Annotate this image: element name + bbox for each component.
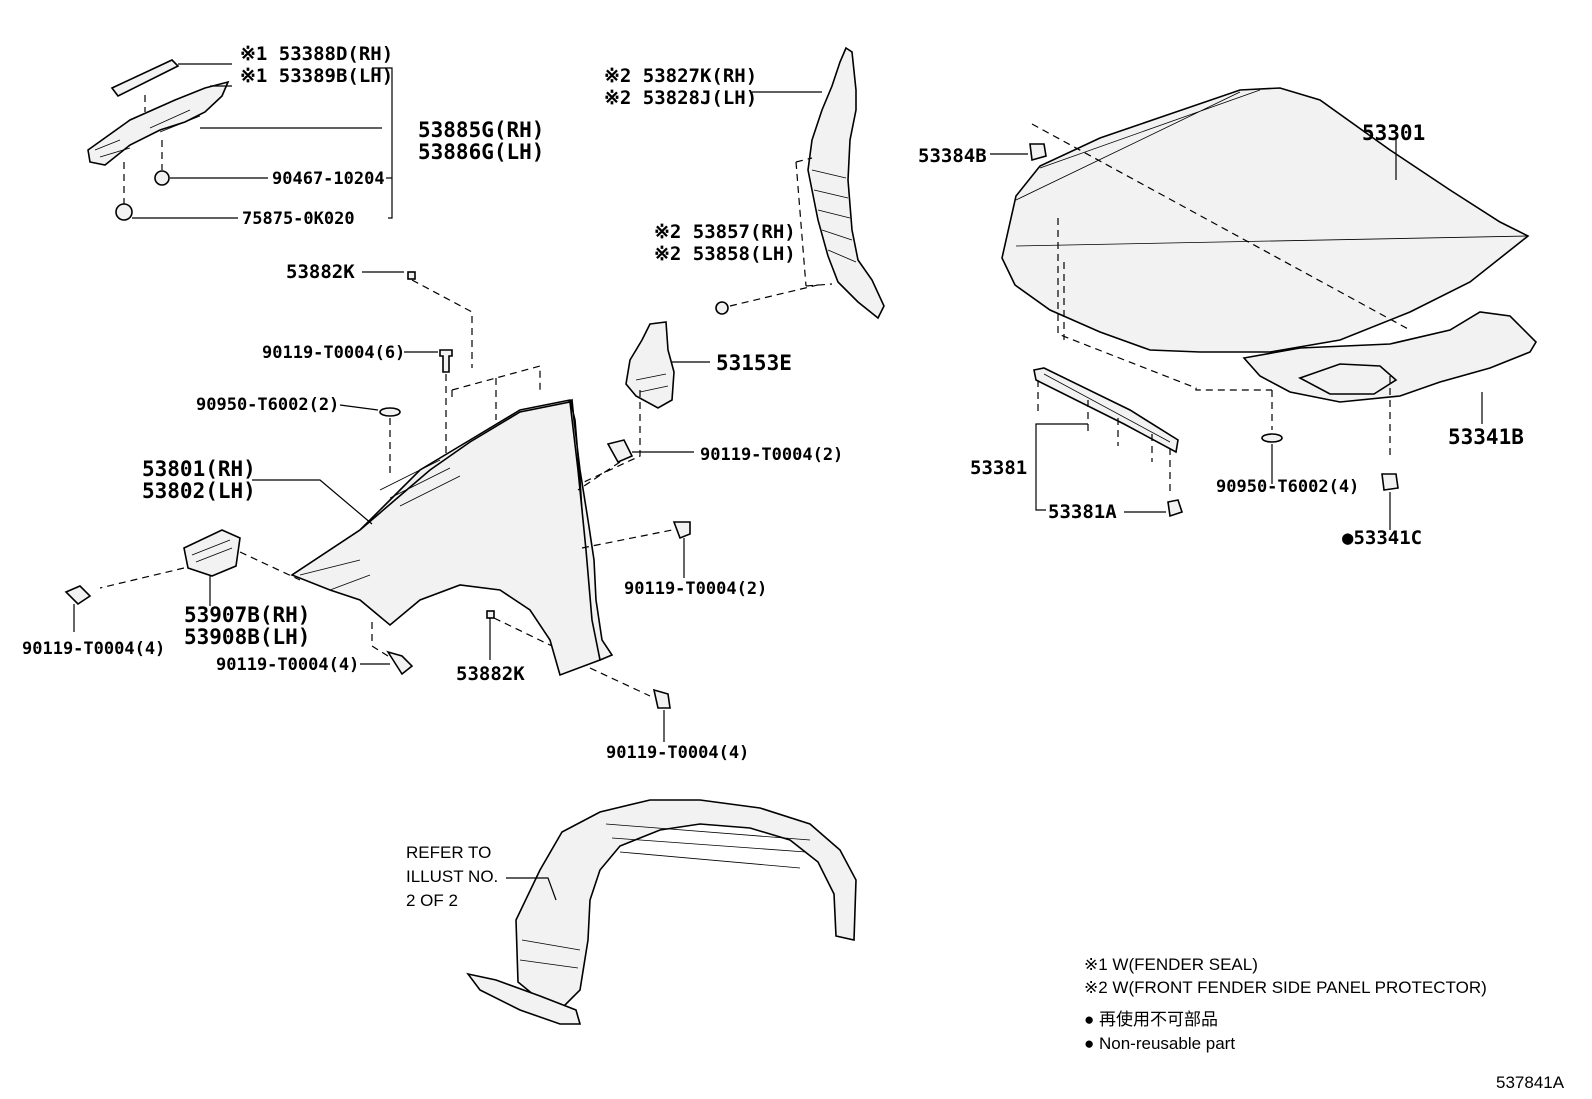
label-75875: 75875-0K020 <box>242 209 355 229</box>
illustration-id: 537841A <box>1496 1073 1565 1092</box>
fender-liner-group <box>466 799 857 1025</box>
label-53858: ※2 53858(LH) <box>654 243 796 265</box>
label-90467: 90467-10204 <box>272 169 385 189</box>
label-53801: 53801(RH) <box>142 457 256 481</box>
fender-seal-group <box>87 59 393 221</box>
label-53388d: ※1 53388D(RH) <box>240 43 393 65</box>
label-90119-4-bottom: 90119-T0004(4) <box>606 743 749 763</box>
label-90119-2-lower: 90119-T0004(2) <box>624 579 767 599</box>
legend-note-1: ※1 W(FENDER SEAL) <box>1084 955 1258 974</box>
refer-line-1: REFER TO <box>406 843 491 862</box>
legend-note-2: ※2 W(FRONT FENDER SIDE PANEL PROTECTOR) <box>1084 978 1487 997</box>
label-53381: 53381 <box>970 457 1027 479</box>
refer-line-2: ILLUST NO. <box>406 867 498 886</box>
label-53802: 53802(LH) <box>142 479 256 503</box>
label-90119-2-upper: 90119-T0004(2) <box>700 445 843 465</box>
legend-non-reusable: ● Non-reusable part <box>1084 1034 1235 1053</box>
label-53827k: ※2 53827K(RH) <box>604 65 757 87</box>
legend-jp: ● 再使用不可部品 <box>1084 1009 1218 1029</box>
refer-line-3: 2 OF 2 <box>406 891 458 910</box>
label-90950-4: 90950-T6002(4) <box>1216 477 1359 497</box>
leader-90950-2 <box>339 404 379 411</box>
label-53882k-bottom: 53882K <box>456 663 525 685</box>
label-53389b: ※1 53389B(LH) <box>240 65 393 87</box>
label-90950-2: 90950-T6002(2) <box>196 395 339 415</box>
label-53885g: 53885G(RH) <box>418 118 544 142</box>
label-53908b: 53908B(LH) <box>184 625 310 649</box>
label-53882k-top: 53882K <box>286 261 355 283</box>
label-53886g: 53886G(LH) <box>418 140 544 164</box>
label-90119-4-mid: 90119-T0004(4) <box>216 655 359 675</box>
label-90119-4-left: 90119-T0004(4) <box>22 639 165 659</box>
label-53828j: ※2 53828J(LH) <box>604 87 757 109</box>
hood-group <box>990 87 1538 530</box>
label-53857: ※2 53857(RH) <box>654 221 796 243</box>
fender-group <box>64 271 694 742</box>
label-53341b: 53341B <box>1448 425 1524 449</box>
label-90119-6: 90119-T0004(6) <box>262 343 405 363</box>
legend: ※1 W(FENDER SEAL) ※2 W(FRONT FENDER SIDE… <box>1084 955 1487 1053</box>
label-53381a: 53381A <box>1048 501 1117 523</box>
label-53384b: 53384B <box>918 145 987 167</box>
label-53907b: 53907B(RH) <box>184 603 310 627</box>
label-53301: 53301 <box>1362 121 1425 145</box>
label-53153e: 53153E <box>716 351 792 375</box>
side-panel-protector-group <box>583 46 885 483</box>
label-53341c: ●53341C <box>1342 527 1422 549</box>
